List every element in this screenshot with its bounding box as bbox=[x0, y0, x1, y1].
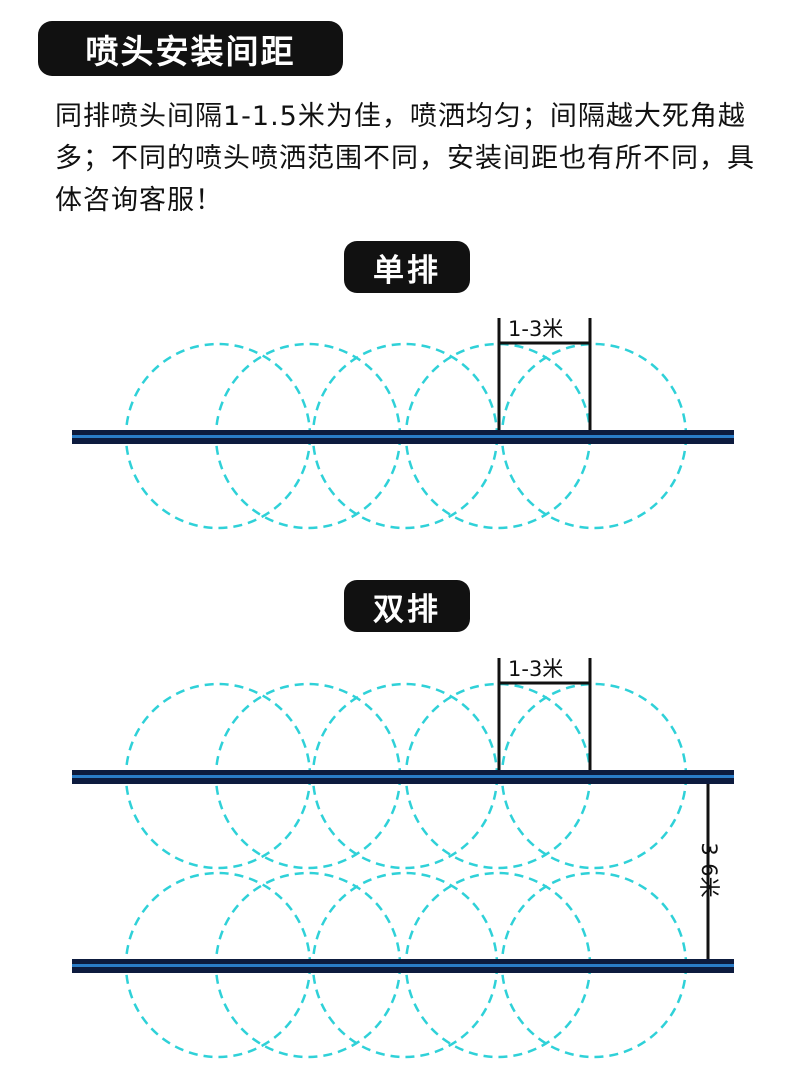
single-row-pipe bbox=[72, 430, 734, 444]
single-row-diagram: 1-3米 bbox=[72, 317, 734, 530]
description-text: 同排喷头间隔1-1.5米为佳，喷洒均匀；间隔越大死角越多；不同的喷头喷洒范围不同… bbox=[55, 101, 755, 216]
single-row-spacing-dimension bbox=[497, 318, 592, 430]
double-row-diagram: 1-3米 3-6米 bbox=[72, 657, 734, 1059]
single-row-spacing-label: 1-3米 bbox=[508, 317, 563, 341]
double-row-pipe-top bbox=[72, 770, 734, 784]
double-row-label: 双排 bbox=[344, 580, 470, 632]
page-title: 喷头安装间距 bbox=[38, 21, 343, 76]
double-row-spacing-dimension bbox=[497, 658, 592, 770]
double-row-pipe-bottom bbox=[72, 959, 734, 973]
row-distance-label: 3-6米 bbox=[697, 842, 721, 897]
single-row-label: 单排 bbox=[344, 241, 470, 293]
double-row-spacing-label: 1-3米 bbox=[508, 657, 563, 681]
